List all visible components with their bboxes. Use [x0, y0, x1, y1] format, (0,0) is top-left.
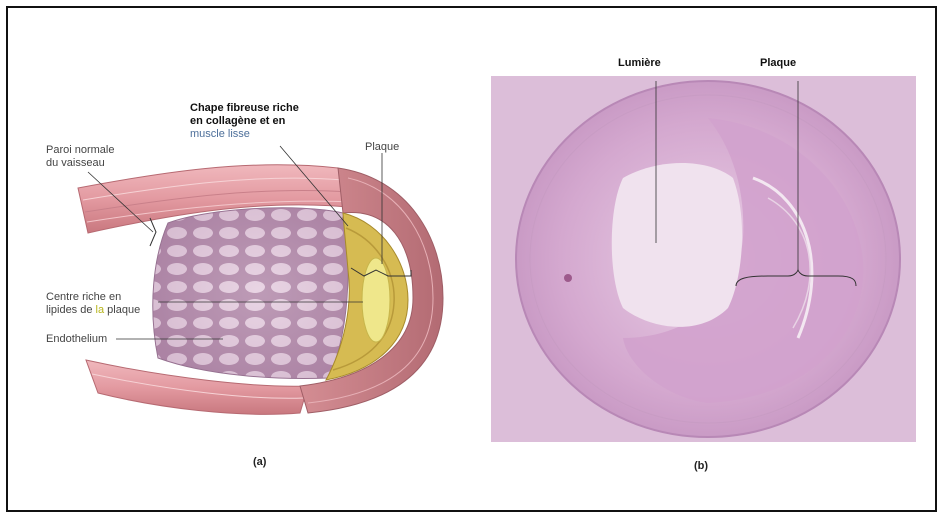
label-normal-wall: Paroi normale du vaisseau: [46, 144, 114, 170]
label-lipid-core: Centre riche en lipides de la plaque: [46, 291, 140, 317]
label-cap-line1: Chape fibreuse riche: [190, 102, 299, 115]
label-core-highlight: la: [96, 304, 105, 316]
caption-a: (a): [253, 456, 266, 468]
label-plaque-a: Plaque: [365, 141, 399, 154]
artery-illustration: [78, 146, 443, 414]
label-cap-line2: en collagène et en: [190, 115, 299, 128]
label-core-line2-post: plaque: [104, 304, 140, 316]
label-core-line1: Centre riche en: [46, 291, 140, 304]
figure-canvas: [8, 8, 939, 514]
label-cap-line3: muscle lisse: [190, 128, 299, 141]
label-endothelium: Endothelium: [46, 333, 107, 346]
label-wall-line1: Paroi normale: [46, 144, 114, 157]
lipid-core: [362, 258, 390, 342]
caption-b: (b): [694, 460, 708, 472]
figure-frame: Paroi normale du vaisseau Chape fibreuse…: [6, 6, 937, 512]
label-lumen: Lumière: [618, 57, 661, 70]
label-core-line2: lipides de la plaque: [46, 304, 140, 317]
label-wall-line2: du vaisseau: [46, 157, 114, 170]
label-fibrous-cap: Chape fibreuse riche en collagène et en …: [190, 102, 299, 141]
histology-section: [491, 76, 916, 442]
lumen-opening: [612, 163, 742, 327]
label-plaque-b: Plaque: [760, 57, 796, 70]
label-core-line2-pre: lipides de: [46, 304, 96, 316]
